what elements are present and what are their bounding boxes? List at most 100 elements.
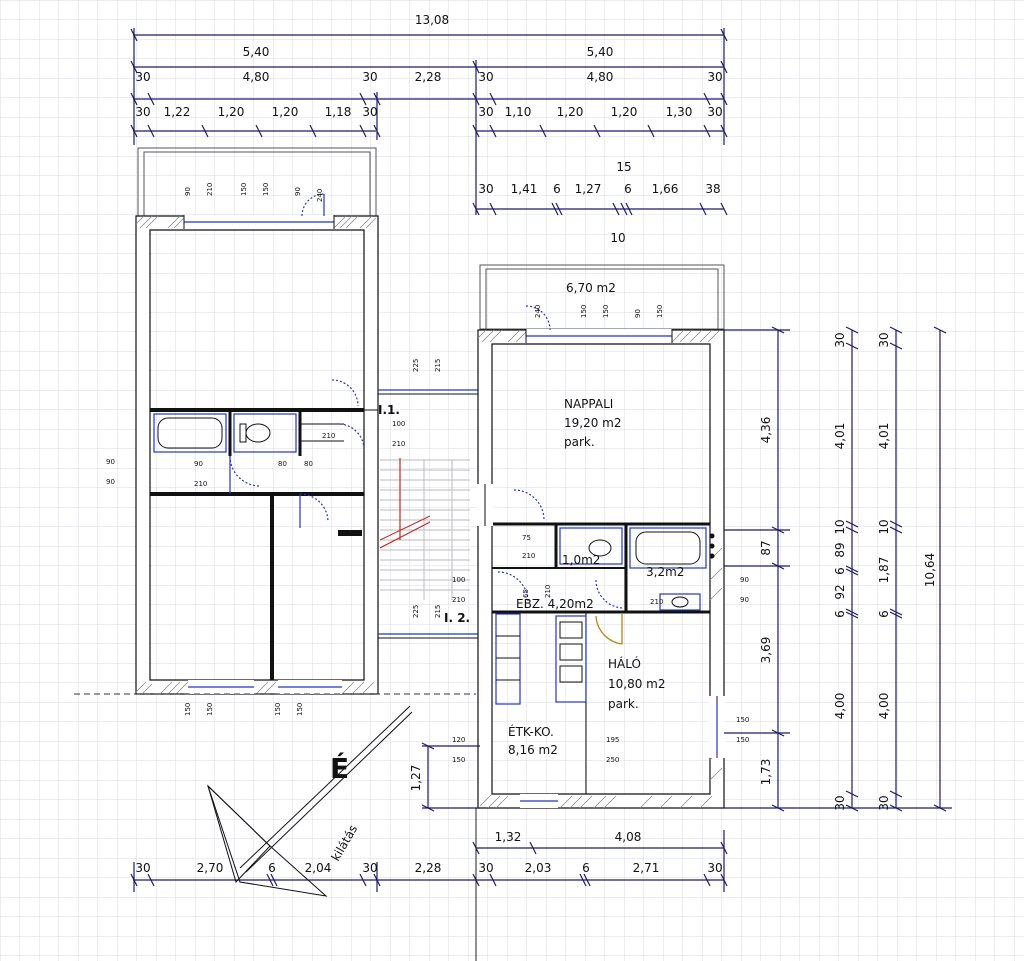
dim-r3-5: 4,00	[877, 693, 891, 720]
dim-row4-5: 1,66	[652, 182, 679, 196]
open-h210-a: 210	[206, 183, 214, 196]
dim-r3-4: 6	[877, 610, 891, 618]
open-w80-b: 80	[304, 460, 313, 468]
top-dimensions: 13,08 5,40 5,40 30 4,80 30 2,28 30 4,80 …	[130, 13, 728, 245]
room-halo-area: 10,80 m2	[608, 677, 666, 691]
dim-row3r-0: 30	[478, 105, 493, 119]
open-w90-left-b: 90	[106, 478, 115, 486]
left-wing	[135, 147, 379, 695]
open-w90-e: 90	[740, 576, 749, 584]
open-h210-c: 210	[322, 432, 335, 440]
room-halo-floor: park.	[608, 697, 639, 711]
open-w150-e: 150	[656, 305, 664, 318]
dim-row3r-4: 1,30	[666, 105, 693, 119]
room-nappali-floor: park.	[564, 435, 595, 449]
dim-r1-1: 87	[759, 540, 773, 555]
open-w90-c: 90	[634, 309, 642, 318]
dim-r2-5: 92	[833, 584, 847, 599]
open-w100-a: 100	[392, 420, 405, 428]
dim-bottom-extra-1: 4,08	[615, 830, 642, 844]
open-w150-h: 150	[452, 756, 465, 764]
dim-bl-0: 30	[135, 861, 150, 875]
dim-r2-8: 30	[833, 795, 847, 810]
dim-row3l-2: 1,20	[218, 105, 245, 119]
open-h210-h: 210	[650, 598, 663, 606]
dim-r2-2: 10	[833, 519, 847, 534]
stair-label-1: I.1.	[378, 403, 400, 417]
dim-row2-4: 30	[478, 70, 493, 84]
open-w150-j: 150	[206, 703, 214, 716]
dim-row4-1: 1,41	[511, 182, 538, 196]
dim-bl-2: 6	[268, 861, 276, 875]
dim-br-2: 6	[582, 861, 590, 875]
bottom-dimensions: 30 2,70 6 2,04 30 2,28 30 2,03 6 2,71 30…	[130, 808, 728, 961]
open-w90-f: 90	[740, 596, 749, 604]
north-label: É	[330, 751, 349, 785]
dim-row3r-2: 1,20	[557, 105, 584, 119]
dim-row3l-5: 30	[362, 105, 377, 119]
dim-r3-1: 4,01	[877, 423, 891, 450]
dim-row3r-5: 30	[707, 105, 722, 119]
dim-r2-3: 89	[833, 542, 847, 557]
open-w150-i: 150	[184, 703, 192, 716]
room-bath-area: 3,2m2	[646, 565, 684, 579]
stair-connector	[378, 389, 480, 639]
open-w80-a: 80	[278, 460, 287, 468]
open-h210-f: 210	[522, 552, 535, 560]
open-w150-k: 150	[274, 703, 282, 716]
open-w150-c: 150	[580, 305, 588, 318]
open-w150-f: 150	[736, 716, 749, 724]
room-nappali-name: NAPPALI	[564, 397, 613, 411]
open-h215-b: 215	[434, 605, 442, 618]
dim-row3r-3: 1,20	[611, 105, 638, 119]
left-vertical-dimension: 1,27	[409, 742, 480, 812]
open-w90-a: 90	[184, 187, 192, 196]
dim-half-right: 5,40	[587, 45, 614, 59]
open-w150-a: 150	[240, 183, 248, 196]
dim-bottom-extra-0: 1,32	[495, 830, 522, 844]
open-w90-d: 90	[194, 460, 203, 468]
dim-row4-6: 38	[705, 182, 720, 196]
dim-row4-4: 6	[624, 182, 632, 196]
dim-bl-1: 2,70	[197, 861, 224, 875]
dim-r2-7: 4,00	[833, 693, 847, 720]
dim-row4-0: 30	[478, 182, 493, 196]
dim-br-3: 2,71	[633, 861, 660, 875]
dim-row3l-3: 1,20	[272, 105, 299, 119]
dim-row3l-4: 1,18	[325, 105, 352, 119]
dim-row4-3: 1,27	[575, 182, 602, 196]
open-h225-b: 225	[412, 605, 420, 618]
open-w100-b: 100	[452, 576, 465, 584]
dim-row2-0: 30	[135, 70, 150, 84]
dim-r3-6: 30	[877, 795, 891, 810]
room-nappali-area: 19,20 m2	[564, 416, 622, 430]
open-h195: 195	[606, 736, 619, 744]
open-w120: 120	[452, 736, 465, 744]
dim-r1-3: 1,73	[759, 759, 773, 786]
dim-r2-4: 6	[833, 567, 847, 575]
open-w75: 75	[522, 534, 531, 542]
dim-r1-2: 3,69	[759, 637, 773, 664]
room-wc-area: 1,0m2	[562, 553, 600, 567]
dim-row3l-0: 30	[135, 105, 150, 119]
dim-row2-1: 4,80	[243, 70, 270, 84]
room-halo-name: HÁLÓ	[608, 656, 641, 671]
right-wing	[477, 264, 725, 809]
dim-overall-width: 13,08	[415, 13, 449, 27]
dim-row4-bottom: 10	[610, 231, 625, 245]
dim-row2-2: 30	[362, 70, 377, 84]
open-w150-g: 150	[736, 736, 749, 744]
stair-label-2: I. 2.	[444, 611, 470, 625]
dim-r3-3: 1,87	[877, 557, 891, 584]
dim-row4-top: 15	[616, 160, 631, 174]
right-dimensions: 4,36 87 3,69 1,73 30 4,01 10 89 6 92 6 4…	[724, 326, 952, 812]
dim-r2-6: 6	[833, 610, 847, 618]
dim-half-left: 5,40	[243, 45, 270, 59]
open-w90-b: 90	[294, 187, 302, 196]
room-etk-area: 8,16 m2	[508, 743, 558, 757]
open-h250: 250	[606, 756, 619, 764]
open-h225-a: 225	[412, 359, 420, 372]
dim-br-4: 30	[707, 861, 722, 875]
room-hall-area: EBZ. 4,20m2	[516, 597, 594, 611]
